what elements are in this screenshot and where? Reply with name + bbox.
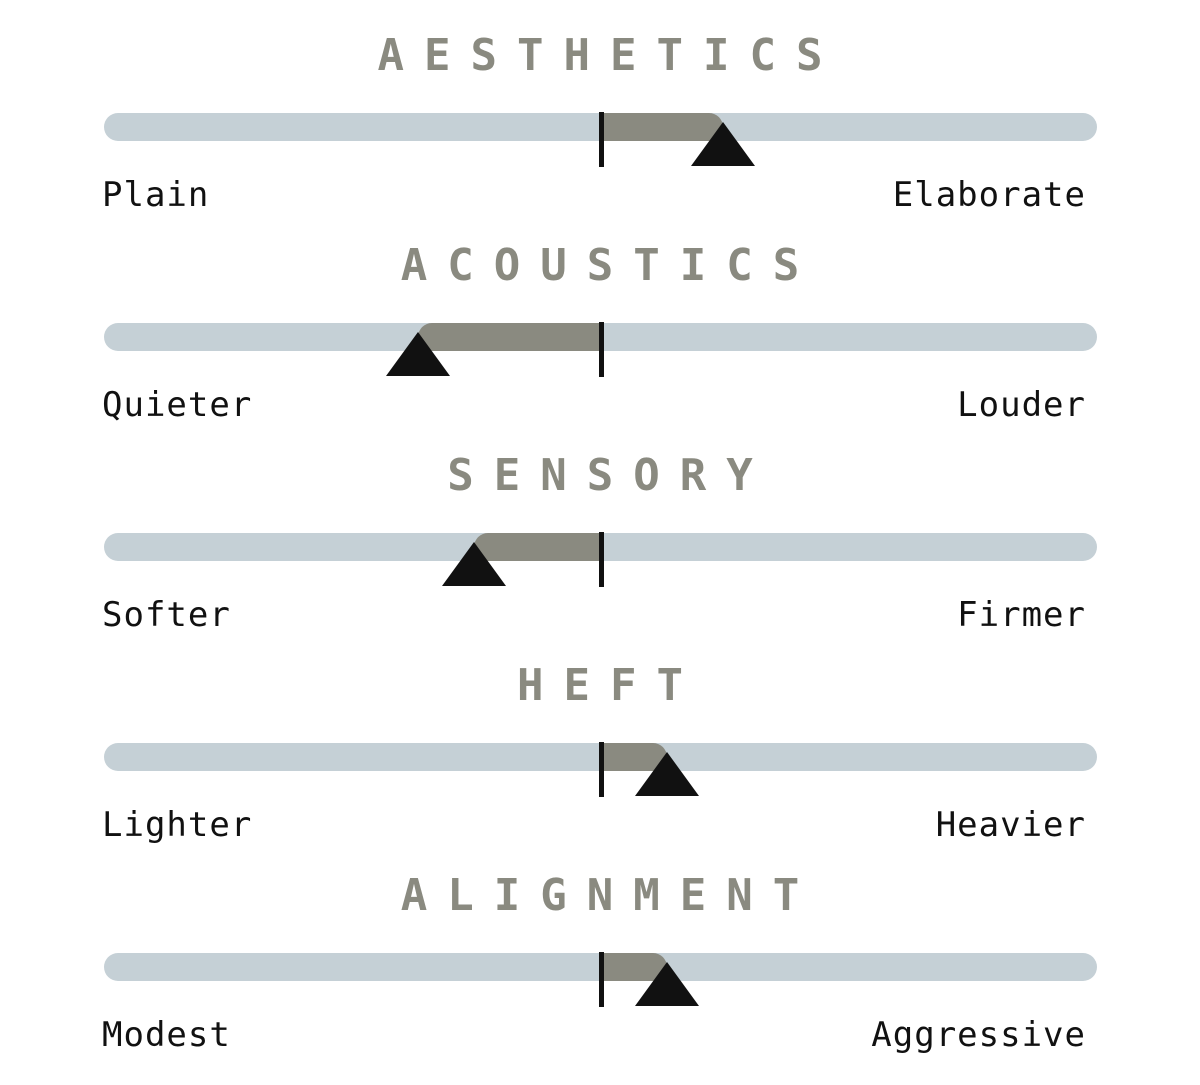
- scale-title: ACOUSTICS: [400, 240, 820, 291]
- scale-title: ALIGNMENT: [400, 870, 820, 921]
- left-label: Modest: [102, 1015, 231, 1055]
- right-label: Elaborate: [892, 175, 1086, 215]
- triangle-marker-icon[interactable]: [442, 542, 507, 586]
- right-label: Louder: [957, 385, 1086, 425]
- scale-title: SENSORY: [447, 450, 773, 501]
- scale-alignment: ALIGNMENT Modest Aggressive: [0, 840, 1200, 1055]
- right-label: Aggressive: [871, 1015, 1086, 1055]
- center-tick: [599, 532, 604, 587]
- scale-title: AESTHETICS: [377, 30, 843, 81]
- left-label: Plain: [102, 175, 210, 215]
- triangle-marker-icon[interactable]: [385, 332, 450, 376]
- left-label: Quieter: [102, 385, 253, 425]
- triangle-marker-icon[interactable]: [691, 122, 756, 166]
- center-tick: [599, 322, 604, 377]
- center-tick: [599, 112, 604, 167]
- triangle-marker-icon[interactable]: [634, 752, 699, 796]
- scale-aesthetics: AESTHETICS Plain Elaborate: [0, 0, 1200, 215]
- left-label: Lighter: [102, 805, 253, 845]
- right-label: Heavier: [935, 805, 1086, 845]
- right-label: Firmer: [957, 595, 1086, 635]
- triangle-marker-icon[interactable]: [634, 962, 699, 1006]
- scale-acoustics: ACOUSTICS Quieter Louder: [0, 210, 1200, 425]
- scale-heft: HEFT Lighter Heavier: [0, 630, 1200, 845]
- center-tick: [599, 742, 604, 797]
- scale-sensory: SENSORY Softer Firmer: [0, 420, 1200, 635]
- center-tick: [599, 952, 604, 1007]
- left-label: Softer: [102, 595, 231, 635]
- scale-title: HEFT: [517, 660, 703, 711]
